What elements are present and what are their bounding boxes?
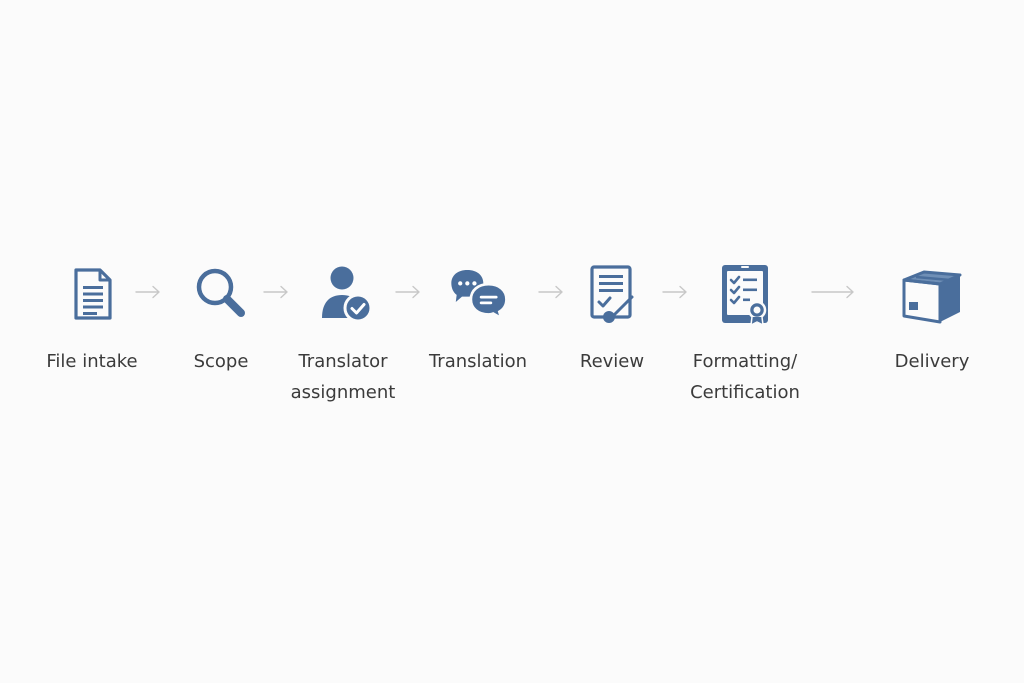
magnifier-icon [189,262,253,326]
step-label: Delivery [895,346,970,377]
chat-bubbles-icon [446,262,510,326]
step-label-line1: Translation [428,351,528,372]
step-label-line2: Certification [690,382,800,403]
certificate-checklist-icon [713,262,777,326]
step-label: Formatting/ Certification [690,346,800,408]
step-translation: Translation [408,262,548,377]
step-delivery: Delivery [862,262,1002,377]
step-review: Review [542,262,682,377]
package-box-icon [900,262,964,326]
user-check-icon [311,262,375,326]
step-label: Translator assignment [291,346,396,408]
step-label-line1: File intake [46,351,138,372]
step-formatting-certification: Formatting/ Certification [675,262,815,408]
step-label-line1: Scope [193,351,249,372]
flow-arrow [262,284,290,300]
step-translator-assignment: Translator assignment [273,262,413,408]
step-label: Scope [194,346,249,377]
step-label: Review [580,346,644,377]
step-label-line1: Delivery [894,351,970,372]
step-label-line2: assignment [290,382,396,403]
flow-arrow [661,284,689,300]
document-icon [60,262,124,326]
step-file-intake: File intake [22,262,162,377]
step-scope: Scope [151,262,291,377]
signed-document-icon [580,262,644,326]
step-label: Translation [429,346,527,377]
step-label-line1: Review [579,351,645,372]
flow-arrow [810,284,856,300]
flow-arrow [537,284,565,300]
step-label-line1: Translator [298,351,388,372]
flow-arrow [134,284,162,300]
step-label-line1: Formatting/ [692,351,798,372]
flow-arrow [394,284,422,300]
step-label: File intake [46,346,137,377]
